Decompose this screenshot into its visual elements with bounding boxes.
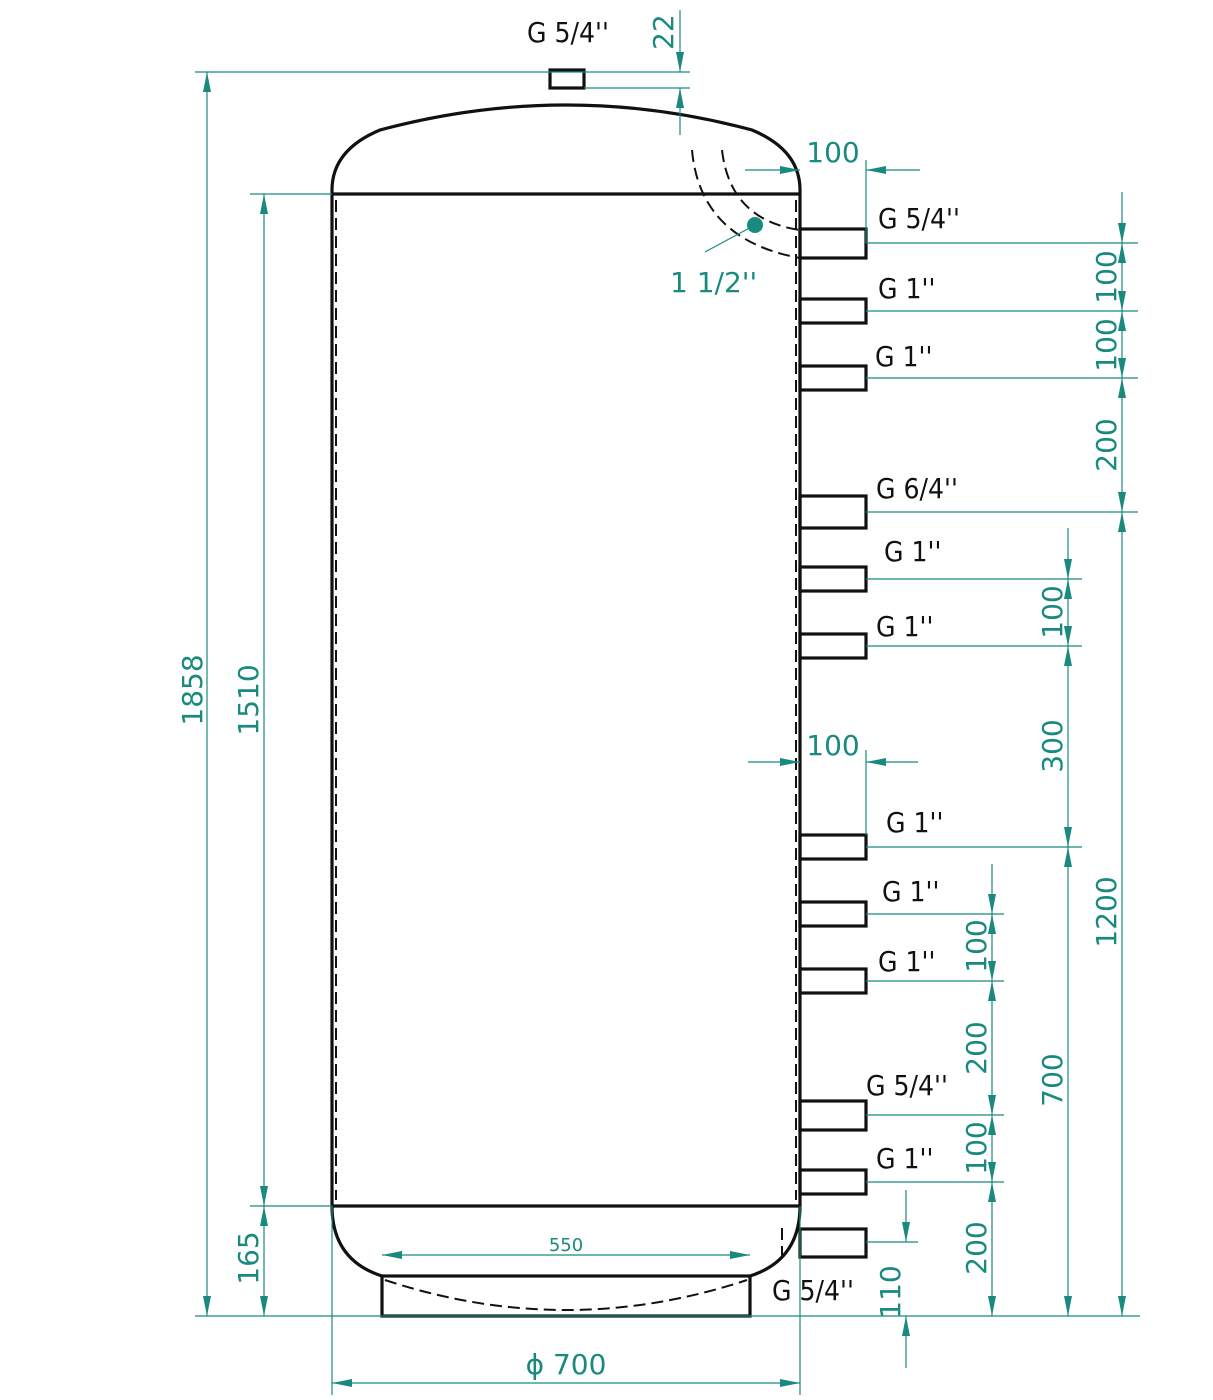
dim-base-width: 550	[549, 1235, 583, 1256]
label-c4: G 6/4''	[876, 472, 958, 505]
label-c6: G 1''	[876, 610, 933, 643]
dim-r3: 200	[1090, 418, 1123, 471]
dim-total-height: 1858	[176, 654, 209, 725]
dim-bottom-conn: 110	[874, 1265, 907, 1318]
label-c11: G 1''	[876, 1142, 933, 1175]
label-c5: G 1''	[884, 535, 941, 568]
dimension-lines	[195, 10, 1140, 1395]
label-c10: G 5/4''	[866, 1069, 948, 1102]
tank-body	[330, 68, 802, 1318]
dim-nozzle-len-top: 100	[806, 136, 859, 169]
dim-r2: 100	[1090, 318, 1123, 371]
label-c9: G 1''	[878, 945, 935, 978]
label-c1: G 5/4''	[878, 202, 960, 235]
label-c8: G 1''	[882, 875, 939, 908]
label-c12: G 5/4''	[772, 1274, 854, 1307]
dim-r4: 1200	[1090, 876, 1123, 947]
dim-l4: 200	[960, 1221, 993, 1274]
sensor-label: 1 1/2''	[670, 266, 757, 299]
dim-top-nozzle: 22	[647, 14, 680, 50]
dim-l3: 100	[960, 1121, 993, 1174]
dim-m2: 300	[1036, 719, 1069, 772]
dim-diameter: ϕ 700	[526, 1348, 607, 1381]
label-top: G 5/4''	[527, 16, 609, 49]
dim-r1: 100	[1090, 250, 1123, 303]
dim-l2: 200	[960, 1021, 993, 1074]
dim-l1: 100	[960, 919, 993, 972]
label-c2: G 1''	[878, 272, 935, 305]
dim-cylinder-height: 1510	[232, 664, 265, 735]
label-c3: G 1''	[875, 340, 932, 373]
top-nozzle	[548, 68, 586, 90]
dim-m1: 100	[1036, 585, 1069, 638]
dim-bottom-height: 165	[232, 1231, 265, 1284]
label-c7: G 1''	[886, 806, 943, 839]
dim-nozzle-len-mid: 100	[806, 729, 859, 762]
dim-m3: 700	[1036, 1053, 1069, 1106]
